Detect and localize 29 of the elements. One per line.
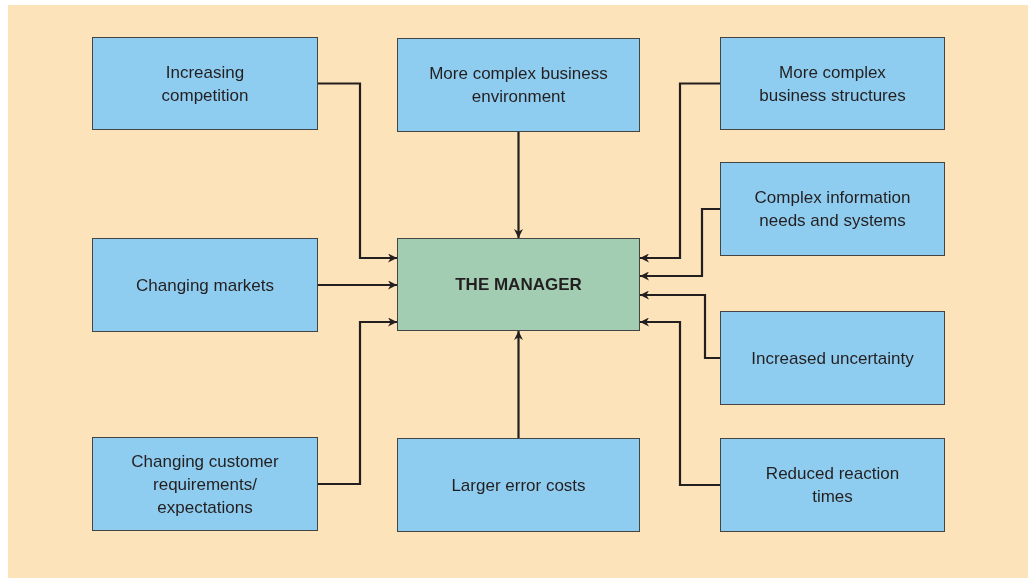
factor-box bbox=[720, 37, 945, 130]
arrow bbox=[514, 132, 523, 238]
factor-label: More complex business environment bbox=[428, 63, 609, 108]
arrow bbox=[640, 290, 720, 360]
factor-label: Changing markets bbox=[135, 274, 275, 297]
arrow bbox=[318, 82, 397, 263]
factor-label: Increasing competition bbox=[160, 61, 250, 107]
factor-label: Larger error costs bbox=[450, 474, 587, 497]
factor-box bbox=[720, 311, 945, 405]
factor-label: More complex business structures bbox=[758, 61, 907, 107]
factor-box bbox=[397, 438, 640, 532]
factor-box bbox=[397, 38, 640, 132]
arrow bbox=[640, 207, 720, 281]
factor-box bbox=[92, 238, 318, 332]
factor-box bbox=[720, 438, 945, 532]
factor-label: Increased uncertainty bbox=[750, 347, 915, 370]
central-box bbox=[397, 238, 640, 331]
factor-box bbox=[720, 162, 945, 256]
central-label: THE MANAGER bbox=[454, 274, 583, 296]
factor-label: Complex information needs and systems bbox=[753, 187, 912, 232]
factor-box bbox=[92, 437, 318, 531]
factor-label: Changing customer requirements/ expectations bbox=[130, 450, 280, 519]
arrow bbox=[318, 317, 397, 486]
arrow bbox=[318, 280, 397, 290]
factor-box bbox=[92, 37, 318, 130]
factor-label: Reduced reaction times bbox=[764, 463, 901, 508]
arrow bbox=[640, 317, 720, 487]
arrow bbox=[514, 331, 523, 438]
arrow bbox=[640, 82, 720, 263]
